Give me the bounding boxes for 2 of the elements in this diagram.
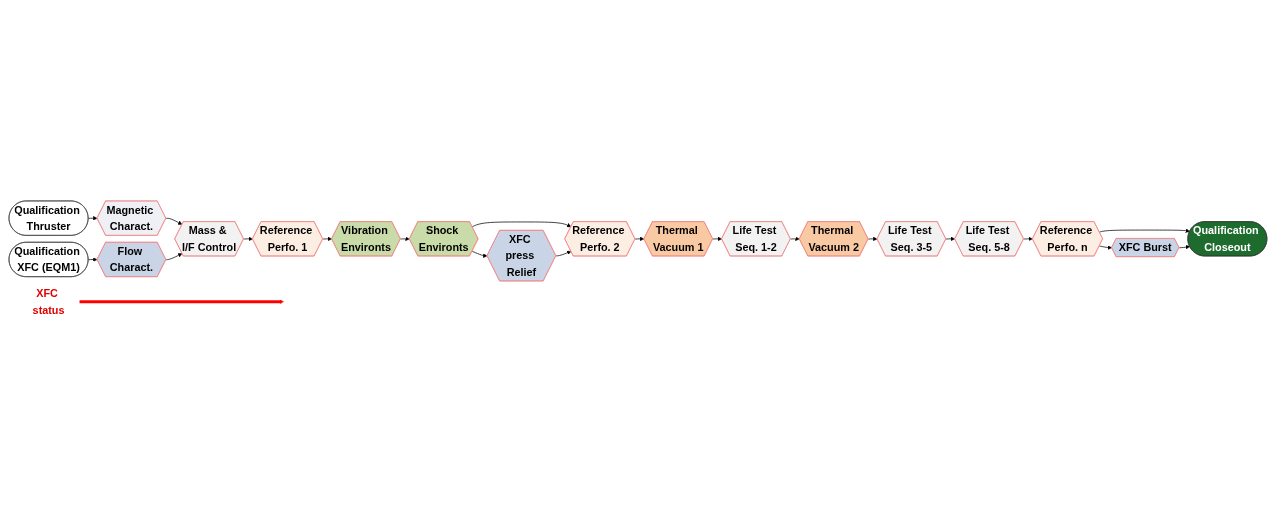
node-text: XFC status — [32, 287, 65, 317]
arrow — [79, 299, 284, 304]
